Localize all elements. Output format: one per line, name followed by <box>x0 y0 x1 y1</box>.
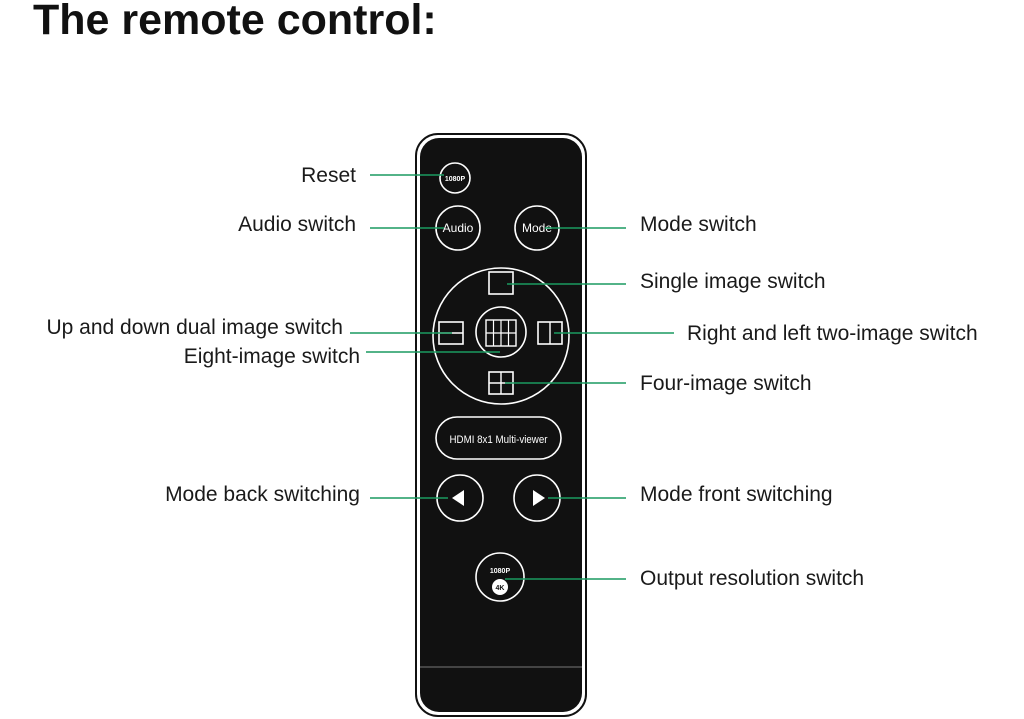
output-resolution-button[interactable]: 1080P 4K <box>475 552 525 602</box>
eight-image-button[interactable] <box>475 306 527 358</box>
product-name-badge: HDMI 8x1 Multi-viewer <box>435 416 562 460</box>
label-mode-front-switching: Mode front switching <box>640 483 833 506</box>
mode-front-button[interactable] <box>513 474 561 522</box>
label-eight-image-switch: Eight-image switch <box>183 345 360 368</box>
product-name-label: HDMI 8x1 Multi-viewer <box>450 434 548 446</box>
label-up-down-dual-image-switch: Up and down dual image switch <box>46 316 343 339</box>
mode-button-label: Mode <box>522 221 552 235</box>
page-title: The remote control: <box>33 0 437 44</box>
resolution-top-label: 1080P <box>490 568 511 575</box>
label-four-image-switch: Four-image switch <box>640 372 812 395</box>
triangle-right-icon <box>533 490 545 506</box>
label-mode-back-switching: Mode back switching <box>165 483 360 506</box>
audio-button-label: Audio <box>443 221 474 235</box>
label-reset: Reset <box>301 164 356 187</box>
label-right-left-two-image-switch: Right and left two-image switch <box>687 322 978 345</box>
label-single-image-switch: Single image switch <box>640 270 826 293</box>
reset-button[interactable]: 1080P <box>439 162 471 194</box>
label-output-resolution-switch: Output resolution switch <box>640 567 865 590</box>
label-mode-switch: Mode switch <box>640 213 757 236</box>
label-audio-switch: Audio switch <box>238 213 356 236</box>
eight-image-icon <box>485 319 517 347</box>
mode-button[interactable]: Mode <box>514 205 560 251</box>
triangle-left-icon <box>452 490 464 506</box>
reset-button-label: 1080P <box>445 176 466 183</box>
resolution-bottom-label: 4K <box>496 585 505 592</box>
single-image-icon[interactable] <box>488 271 514 295</box>
leader-lines <box>350 174 674 580</box>
